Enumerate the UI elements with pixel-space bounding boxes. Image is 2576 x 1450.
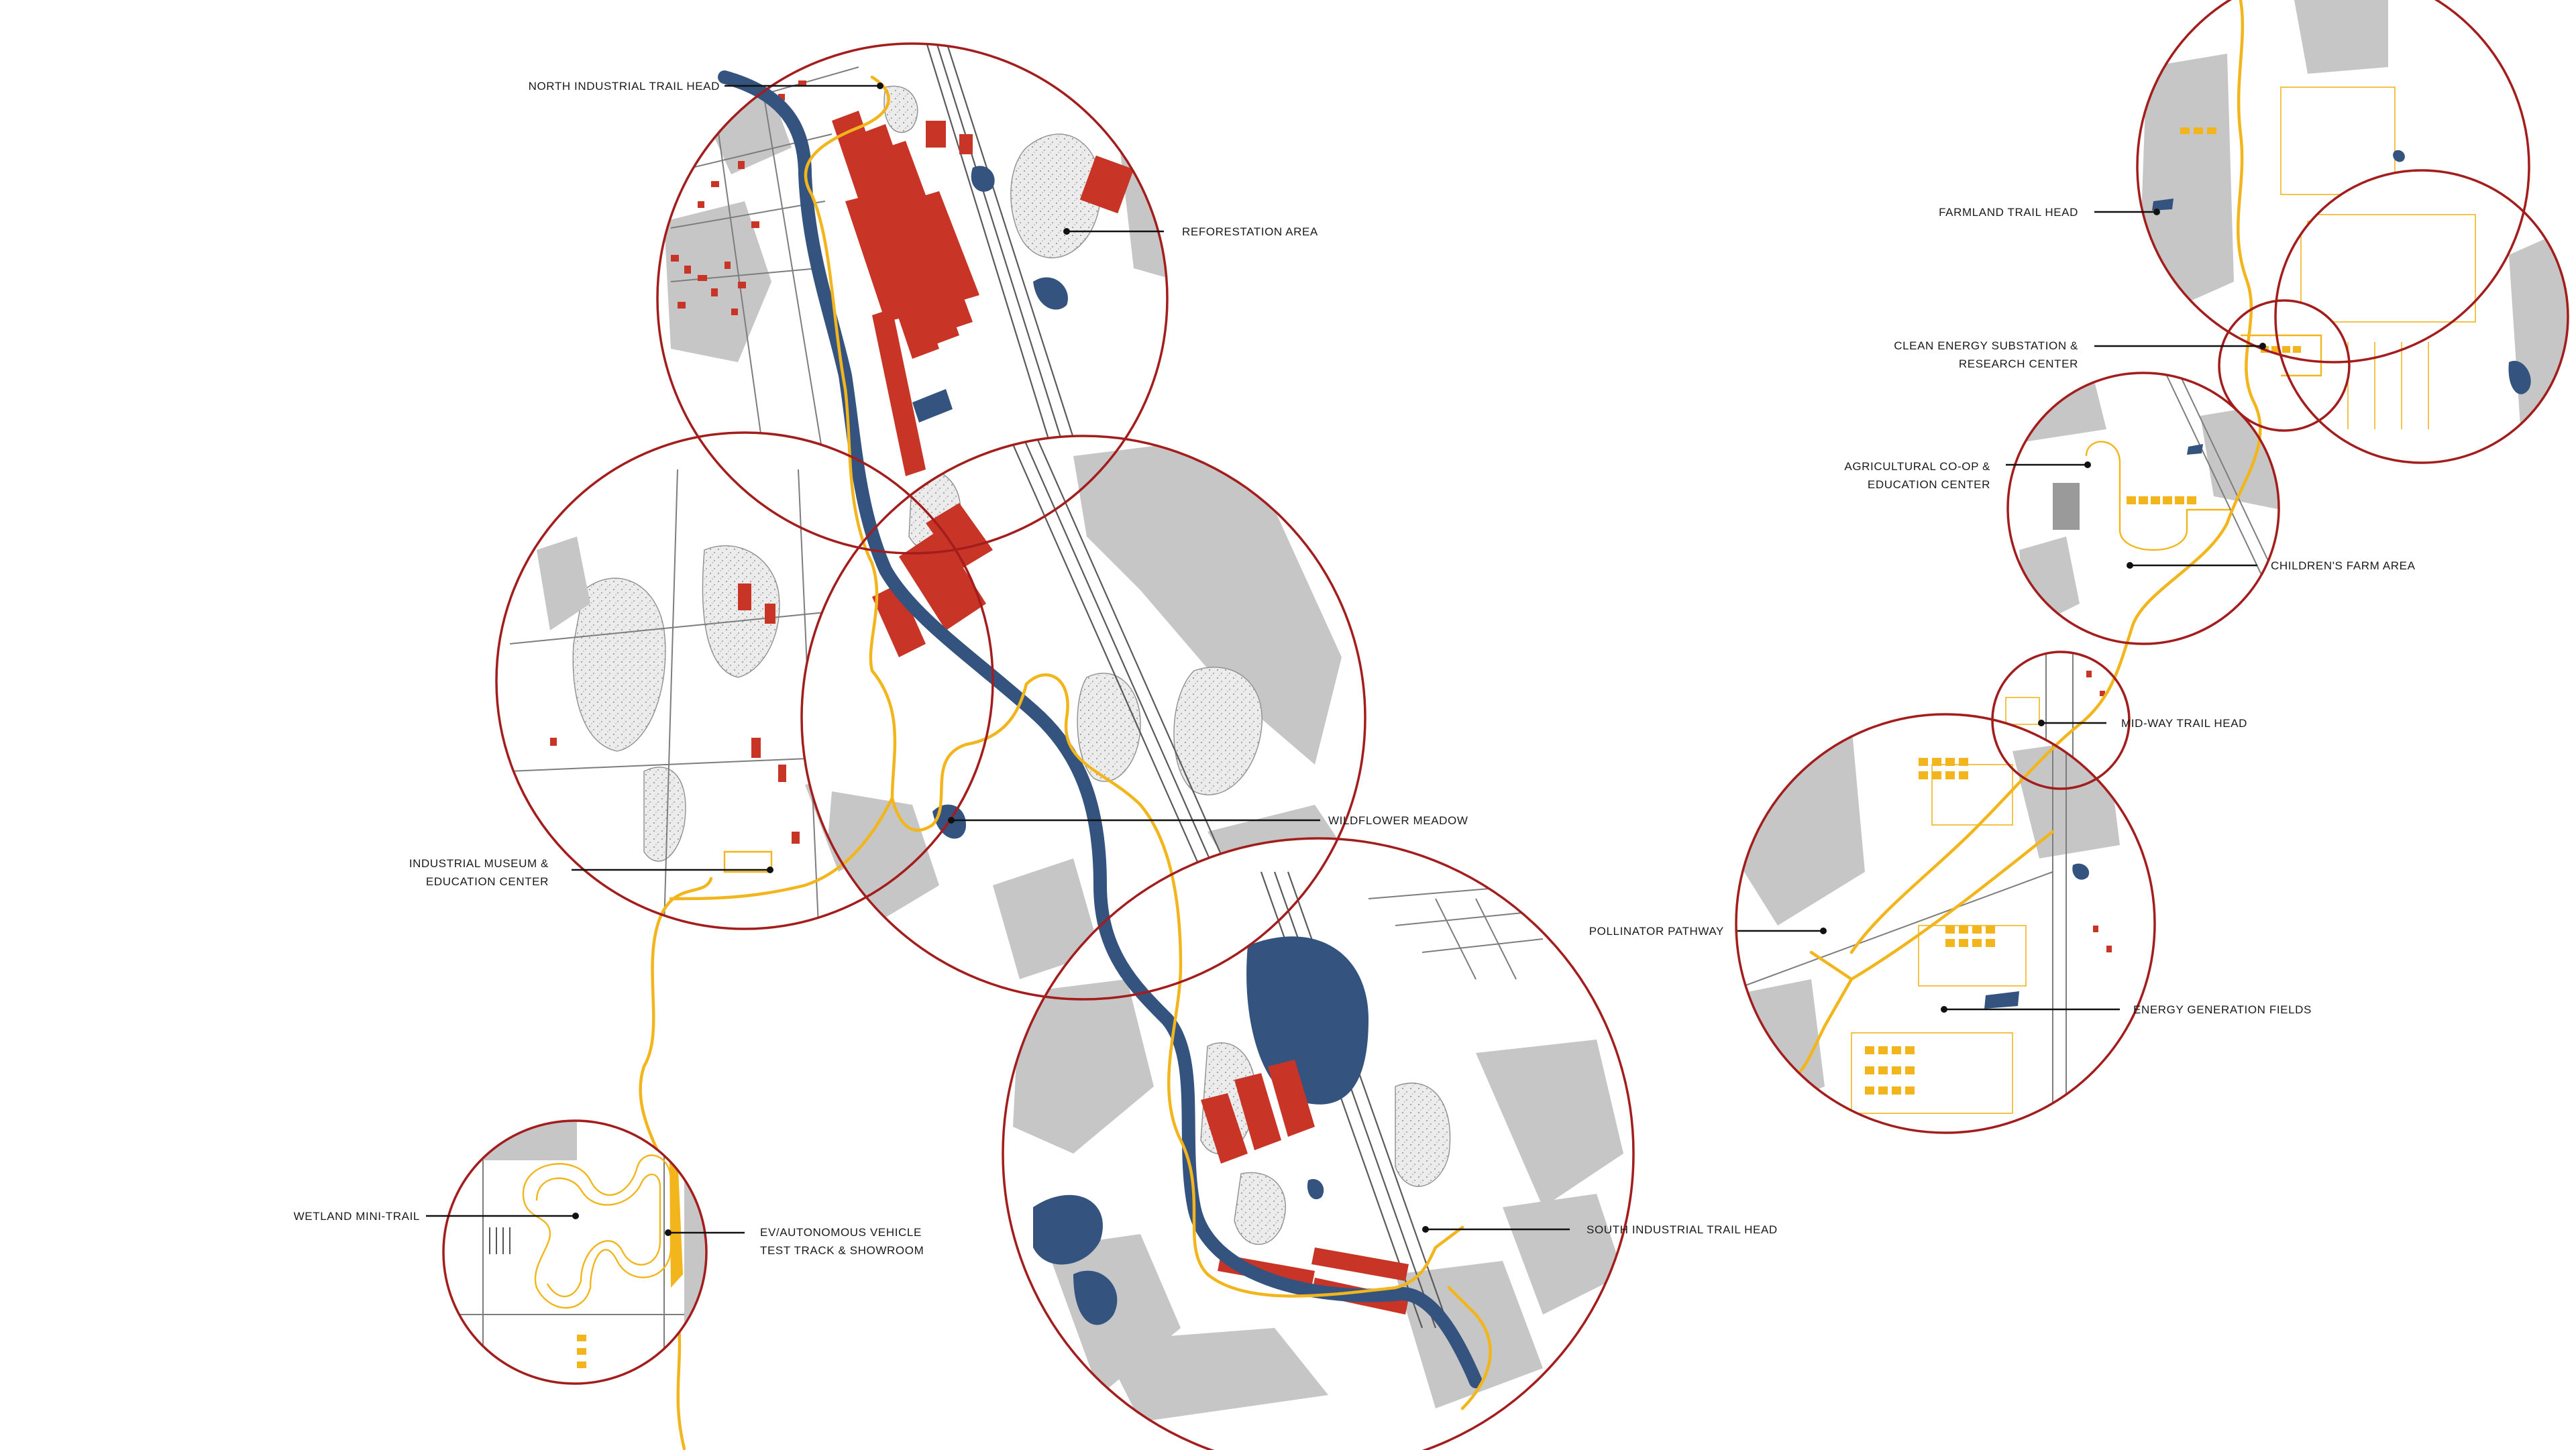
label-north-trail-head: NORTH INDUSTRIAL TRAIL HEAD bbox=[529, 80, 720, 93]
callout-agricultural-coop: AGRICULTURAL CO-OP & EDUCATION CENTER bbox=[1844, 460, 2091, 491]
callout-pollinator-pathway: POLLINATOR PATHWAY bbox=[1589, 925, 1827, 938]
callout-wetland-mini-trail: WETLAND MINI-TRAIL bbox=[294, 1210, 579, 1223]
label-agricultural-coop-2: EDUCATION CENTER bbox=[1868, 478, 1990, 491]
label-south-trail-head: SOUTH INDUSTRIAL TRAIL HEAD bbox=[1587, 1223, 1778, 1236]
label-childrens-farm: CHILDREN'S FARM AREA bbox=[2271, 559, 2416, 572]
ring-north-industrial bbox=[656, 42, 1169, 555]
label-reforestation: REFORESTATION AREA bbox=[1182, 225, 1318, 238]
farmland-trail bbox=[1849, 0, 2262, 954]
label-clean-energy-1: CLEAN ENERGY SUBSTATION & bbox=[1894, 339, 2078, 352]
ring-farmland bbox=[2136, 0, 2530, 364]
industrial-building-cluster bbox=[832, 111, 1134, 476]
ring-industrial-museum bbox=[495, 431, 994, 930]
ring-agricultural-coop bbox=[2006, 372, 2280, 645]
ring-ev-test-track bbox=[442, 1119, 708, 1385]
label-agricultural-coop-1: AGRICULTURAL CO-OP & bbox=[1844, 460, 1990, 473]
river bbox=[718, 70, 1483, 1388]
ring-energy-generation bbox=[1735, 713, 2156, 1134]
callout-childrens-farm: CHILDREN'S FARM AREA bbox=[2127, 559, 2416, 572]
plant-buildings bbox=[872, 503, 993, 657]
main-trail bbox=[639, 75, 1492, 1450]
label-industrial-museum-1: INDUSTRIAL MUSEUM & bbox=[409, 857, 549, 870]
label-ev-test-track-1: EV/AUTONOMOUS VEHICLE bbox=[760, 1226, 922, 1239]
callout-north-trail-head: NORTH INDUSTRIAL TRAIL HEAD bbox=[529, 80, 883, 93]
label-industrial-museum-2: EDUCATION CENTER bbox=[426, 875, 549, 888]
callout-wildflower-meadow: WILDFLOWER MEADOW bbox=[948, 814, 1468, 827]
label-wildflower-meadow: WILDFLOWER MEADOW bbox=[1328, 814, 1468, 827]
circle-wildflower-meadow bbox=[802, 436, 1365, 999]
label-farmland-trail-head: FARMLAND TRAIL HEAD bbox=[1939, 206, 2078, 219]
callout-reforestation: REFORESTATION AREA bbox=[1063, 225, 1318, 238]
callout-ev-test-track: EV/AUTONOMOUS VEHICLE TEST TRACK & SHOWR… bbox=[665, 1226, 924, 1257]
ring-clean-energy-large bbox=[2274, 169, 2569, 464]
label-wetland-mini-trail: WETLAND MINI-TRAIL bbox=[294, 1210, 420, 1223]
callout-farmland-trail-head: FARMLAND TRAIL HEAD bbox=[1939, 206, 2160, 219]
parking-stripes bbox=[489, 1227, 511, 1254]
label-pollinator-pathway: POLLINATOR PATHWAY bbox=[1589, 925, 1724, 938]
label-energy-generation: ENERGY GENERATION FIELDS bbox=[2133, 1003, 2312, 1016]
circle-ev-test-track bbox=[443, 1121, 706, 1384]
ring-clean-energy-small bbox=[2218, 299, 2351, 432]
label-ev-test-track-2: TEST TRACK & SHOWROOM bbox=[760, 1244, 924, 1257]
circle-south-industrial bbox=[1003, 838, 1633, 1450]
callout-south-trail-head: SOUTH INDUSTRIAL TRAIL HEAD bbox=[1422, 1223, 1778, 1236]
label-clean-energy-2: RESEARCH CENTER bbox=[1959, 357, 2078, 370]
reservoir-pond bbox=[1246, 936, 1368, 1105]
callout-energy-generation: ENERGY GENERATION FIELDS bbox=[1941, 1003, 2312, 1016]
residential-blocks bbox=[671, 80, 806, 315]
callout-clean-energy: CLEAN ENERGY SUBSTATION & RESEARCH CENTE… bbox=[1894, 339, 2266, 370]
label-mid-way-trail-head: MID-WAY TRAIL HEAD bbox=[2121, 717, 2247, 730]
callout-industrial-museum: INDUSTRIAL MUSEUM & EDUCATION CENTER bbox=[409, 857, 773, 888]
callout-mid-way-trail-head: MID-WAY TRAIL HEAD bbox=[2038, 717, 2247, 730]
ring-wildflower-meadow bbox=[800, 435, 1366, 1001]
ring-south-industrial bbox=[1002, 837, 1635, 1450]
ev-test-track-loop bbox=[522, 1154, 672, 1309]
